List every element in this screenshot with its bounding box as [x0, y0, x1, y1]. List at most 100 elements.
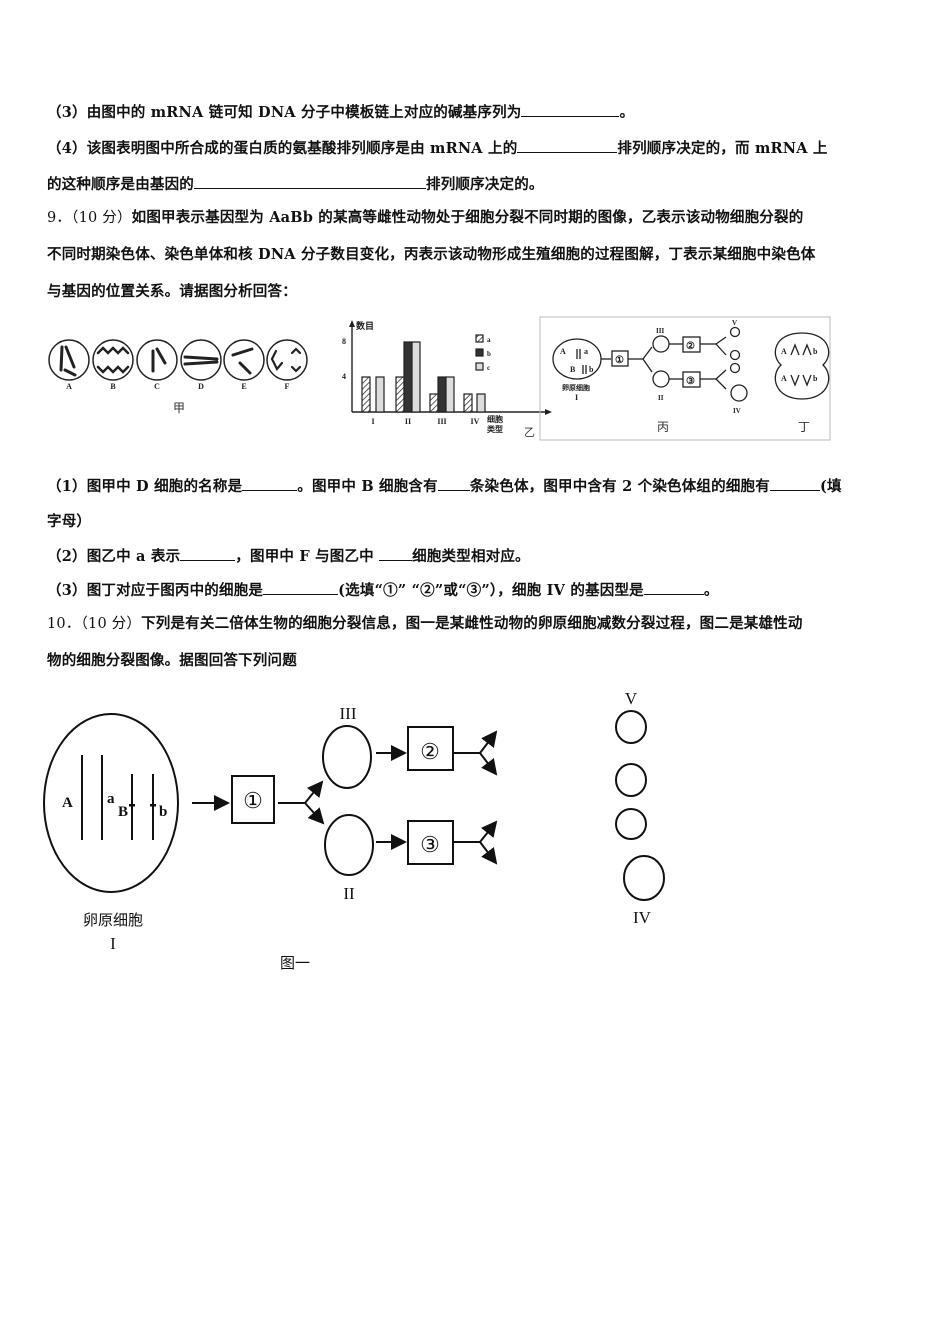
legend-b: b [487, 350, 491, 358]
ding-allele-b-top: b [813, 347, 818, 356]
question-text: 该图表明图中所合成的蛋白质的氨基酸排列顺序是由 mRNA 上的 [86, 140, 518, 157]
allele-a: a [584, 347, 588, 356]
question-text: 的这种顺序是由基因的 [47, 176, 194, 193]
question-text: (选填“①” “②”或“③”），细胞 IV 的基因型是 [338, 582, 644, 599]
cell-label-E: E [241, 382, 246, 391]
x-tick-II: II [405, 417, 411, 426]
q9-part3: （3）图丁对应于图丙中的细胞是 (选填“①” “②”或“③”），细胞 IV 的基因… [47, 579, 719, 601]
answer-blank[interactable] [437, 475, 470, 491]
question-text: 排列顺序决定的。 [426, 176, 544, 193]
fig1-cell-III: III [340, 704, 357, 723]
figure-caption-jia: 甲 [173, 401, 185, 415]
x-axis-label-2: 类型 [487, 424, 503, 434]
q9-stem-1: 9．（10 分）如图甲表示基因型为 AaBb 的某高等雌性动物处于细胞分裂不同时… [47, 208, 803, 228]
fig1-cell-I-label: 卵原细胞 [83, 912, 143, 929]
q9-figures: A B C D E F 甲 数目 8 4 [40, 315, 840, 445]
fig1-allele-B: B [118, 804, 128, 820]
question-text: 。 [619, 104, 635, 121]
question-text: 下列是有关二倍体生物的细胞分裂信息，图一是某雌性动物的卵原细胞减数分裂过程，图二… [141, 615, 803, 632]
part-label: （3） [47, 582, 87, 599]
question-text: 如图甲表示基因型为 AaBb 的某高等雌性动物处于细胞分裂不同时期的图像，乙表示… [131, 209, 804, 226]
legend-a: a [487, 336, 491, 344]
answer-blank[interactable] [769, 475, 820, 491]
q9-stem-2: 不同时期染色体、染色单体和核 DNA 分子数目变化，丙表示该动物形成生殖细胞的过… [47, 246, 816, 263]
fig1-cell-V: V [625, 689, 638, 708]
question-text: 排列顺序决定的，而 mRNA 上 [617, 140, 828, 157]
q8-part4-cont: 的这种顺序是由基因的 排列顺序决定的。 [47, 173, 544, 195]
x-axis-label-1: 细胞 [487, 414, 503, 424]
q10-stem-2: 物的细胞分裂图像。据图回答下列问题 [47, 652, 297, 669]
question-text: (填 [819, 478, 842, 495]
question-text: 条染色体，图甲中含有 2 个染色体组的细胞有 [469, 478, 770, 495]
q9-part1-cont: 字母） [47, 513, 92, 530]
question-text: 。 [703, 582, 719, 599]
step-1: ① [615, 355, 624, 366]
part-label: （4） [47, 140, 87, 157]
fig1-cell-IV: IV [633, 908, 652, 927]
answer-blank[interactable] [263, 579, 339, 595]
cell-II: II [658, 394, 664, 402]
cell-V: V [732, 319, 737, 327]
figure-caption-bing: 丙 [657, 420, 669, 434]
y-tick-4: 4 [342, 372, 346, 381]
question-text: 由图中的 mRNA 链可知 DNA 分子中模板链上对应的碱基序列为 [86, 104, 522, 121]
answer-blank[interactable] [242, 475, 298, 491]
ding-allele-A-bottom: A [781, 374, 787, 383]
allele-b: b [589, 365, 594, 374]
x-tick-III: III [437, 417, 446, 426]
figure-caption-1: 图一 [280, 955, 310, 972]
cell-III: III [656, 327, 664, 335]
answer-blank[interactable] [517, 137, 618, 153]
question-text: 图丁对应于图丙中的细胞是 [86, 582, 264, 599]
fig1-step-2: ② [420, 739, 440, 764]
legend-c: c [487, 364, 490, 372]
figure-caption-ding: 丁 [798, 420, 810, 434]
part-label: （3） [47, 104, 87, 121]
allele-B: B [570, 365, 576, 374]
chart-yi: 数目 8 4 [342, 320, 552, 439]
fig1-allele-A: A [62, 795, 73, 811]
cell-label-C: C [154, 382, 160, 391]
part-label: （2） [47, 548, 87, 565]
x-tick-IV: IV [471, 417, 480, 426]
step-3: ③ [686, 376, 695, 387]
question-number: 9． [47, 210, 72, 226]
fig1-cell-II: II [343, 884, 355, 903]
question-number: 10． [47, 616, 81, 632]
y-axis-label: 数目 [356, 320, 374, 331]
y-tick-8: 8 [342, 337, 346, 346]
fig1-step-3: ③ [420, 832, 440, 857]
fig1-allele-b: b [159, 804, 167, 820]
figure-caption-yi: 乙 [524, 426, 535, 439]
answer-blank[interactable] [379, 545, 413, 561]
x-tick-I: I [371, 417, 374, 426]
q8-part4: （4）该图表明图中所合成的蛋白质的氨基酸排列顺序是由 mRNA 上的 排列顺序决定… [47, 137, 828, 159]
answer-blank[interactable] [180, 545, 236, 561]
ding-allele-A-top: A [781, 347, 787, 356]
figure-1: A a B b ① ② ③ III II V IV 卵原细胞 I 图一 [40, 685, 690, 975]
diagram-bing [552, 326, 748, 402]
allele-A: A [560, 347, 566, 356]
q8-part3: （3）由图中的 mRNA 链可知 DNA 分子中模板链上对应的碱基序列为 。 [47, 101, 634, 123]
question-text: 图甲中 D 细胞的名称是 [86, 478, 243, 495]
cell-I-num: I [575, 393, 578, 402]
q9-stem-3: 与基因的位置关系。请据图分析回答： [47, 283, 297, 300]
answer-blank[interactable] [521, 101, 620, 117]
fig1-allele-a: a [107, 791, 115, 807]
cell-label-F: F [285, 382, 290, 391]
cell-label-D: D [198, 382, 204, 391]
q9-part2: （2）图乙中 a 表示，图甲中 F 与图乙中 细胞类型相对应。 [47, 545, 530, 567]
cell-label-B: B [110, 382, 116, 391]
q10-stem-1: 10．（10 分）下列是有关二倍体生物的细胞分裂信息，图一是某雌性动物的卵原细胞… [47, 614, 803, 634]
answer-blank[interactable] [194, 173, 426, 189]
question-text: 。图甲中 B 细胞含有 [297, 478, 438, 495]
part-label: （1） [47, 478, 87, 495]
question-score: （10 分） [80, 616, 142, 632]
answer-blank[interactable] [643, 579, 704, 595]
cell-IV: IV [733, 407, 741, 415]
q9-part1: （1）图甲中 D 细胞的名称是 。图甲中 B 细胞含有 条染色体，图甲中含有 2 个… [47, 475, 842, 497]
question-text: ，图甲中 F 与图乙中 [235, 548, 380, 565]
figure-jia: A B C D E F 甲 数目 8 4 [48, 316, 831, 441]
ding-allele-b-bottom: b [813, 374, 818, 383]
fig1-cell-I-num: I [110, 934, 116, 953]
